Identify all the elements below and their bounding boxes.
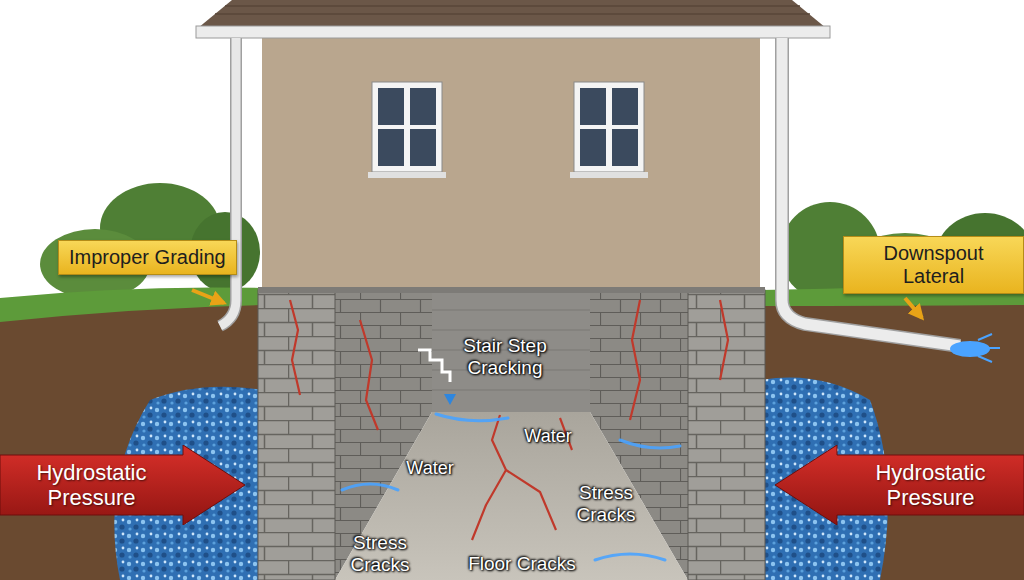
callout-label: Stress Cracks [340, 532, 420, 576]
callout-label: Stair Step Cracking [450, 335, 560, 379]
stair-step-leader [418, 350, 450, 382]
back-wall [432, 290, 590, 412]
window-pane [580, 88, 606, 125]
window-pane [378, 88, 404, 125]
callout-box: Improper Grading [58, 240, 237, 275]
downspout-lateral-pipe [782, 38, 960, 346]
water-splash [978, 334, 1000, 362]
roof-shingle [215, 6, 810, 14]
arrow-text-area: Hydrostatic Pressure [0, 445, 183, 525]
arrow-body [0, 445, 245, 525]
house-wall [262, 36, 760, 292]
block-wall [688, 290, 765, 580]
water-seep [342, 484, 398, 490]
callout-label: Water [524, 426, 571, 447]
roof [198, 0, 826, 28]
window-pane [612, 129, 638, 166]
water-seep [620, 440, 680, 448]
callout-label: Stress Cracks [566, 482, 646, 526]
window-pane [612, 88, 638, 125]
soil [0, 300, 262, 580]
arrow-label: Hydrostatic Pressure [861, 460, 1001, 511]
arrow-body [775, 445, 1024, 525]
wall-crack [630, 300, 640, 420]
floor-crack [506, 470, 556, 530]
window-sill [570, 172, 648, 178]
window-sill [368, 172, 446, 178]
callout-label: Floor Cracks [468, 553, 576, 575]
gutter [196, 26, 830, 38]
grass [0, 287, 262, 322]
callout-label: Water [406, 458, 453, 479]
window-pane [410, 129, 436, 166]
callout-arrow [192, 290, 224, 303]
wall-crack [290, 300, 300, 395]
window [574, 82, 644, 172]
window-pane [378, 129, 404, 166]
window-pane [580, 129, 606, 166]
water-seep [595, 554, 665, 560]
window [372, 82, 442, 172]
water-drop [444, 394, 456, 405]
callout-text: Improper Grading [69, 246, 226, 269]
downspout [220, 38, 236, 326]
arrow-label: Hydrostatic Pressure [22, 460, 162, 511]
pressure-arrow: Hydrostatic Pressure [775, 445, 1024, 525]
arrow-text-area: Hydrostatic Pressure [837, 445, 1024, 525]
callout-box: Downspout Lateral [843, 236, 1024, 294]
sill-plate [258, 287, 765, 293]
basement-floor [335, 412, 688, 580]
pressure-arrow: Hydrostatic Pressure [0, 445, 245, 525]
water-seep [436, 414, 508, 421]
callout-arrow [905, 298, 922, 318]
callout-text: Downspout Lateral [854, 242, 1013, 288]
block-wall [258, 290, 335, 580]
window-pane [410, 88, 436, 125]
floor-crack [472, 415, 506, 540]
downspout [220, 38, 236, 326]
back-wall-joint [432, 310, 590, 390]
downspout-lateral-pipe [782, 38, 960, 346]
wall-crack [720, 300, 728, 380]
wall-crack [360, 320, 378, 430]
